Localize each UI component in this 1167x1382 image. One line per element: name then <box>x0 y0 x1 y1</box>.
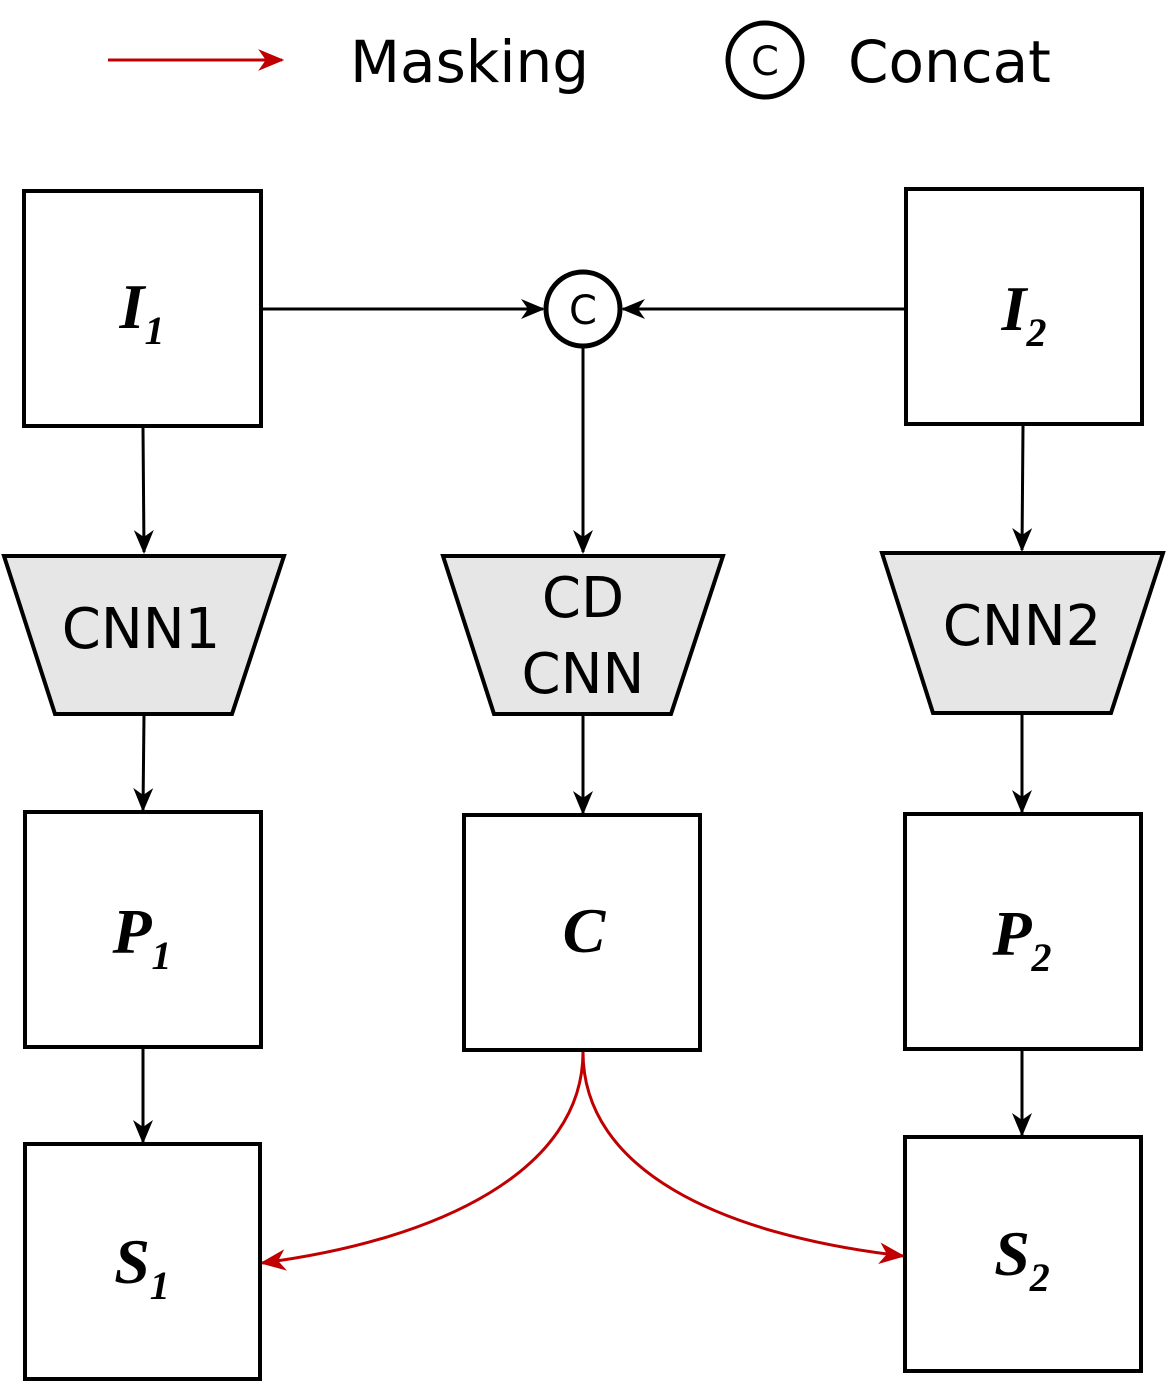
legend-concat-label: Concat <box>848 28 1051 96</box>
node-cdcnn-line1: CD <box>542 566 624 631</box>
edges <box>133 299 1033 1144</box>
node-c-label: C <box>563 895 607 966</box>
node-p2: P2 <box>903 812 1143 1051</box>
node-s2-label: S2 <box>994 1218 1050 1300</box>
node-cdcnn: CD CNN <box>440 554 726 716</box>
masking-edges <box>259 1051 906 1271</box>
legend-concat-icon: C <box>725 20 805 100</box>
node-p1-label: P1 <box>111 896 171 978</box>
edge-i2-cnn2 <box>1012 425 1033 552</box>
node-s2: S2 <box>903 1135 1143 1373</box>
masking-edge-c-s2 <box>581 1051 906 1265</box>
legend-masking-label: Masking <box>350 28 589 96</box>
node-cnn1: CNN1 <box>1 554 287 716</box>
legend: Masking C Concat <box>108 20 1051 100</box>
node-s1-label: S1 <box>114 1226 170 1308</box>
node-i1: I1 <box>22 189 263 428</box>
node-c: C <box>462 813 702 1052</box>
node-i1-label: I1 <box>119 271 165 353</box>
node-s1: S1 <box>23 1142 262 1381</box>
edge-i1-cnn1 <box>133 427 154 554</box>
masking-edge-c-s1 <box>259 1051 585 1271</box>
node-cnn2: CNN2 <box>879 551 1166 715</box>
edge-cnn1-p1 <box>133 714 154 812</box>
legend-concat-symbol: C <box>751 39 779 85</box>
node-cdcnn-line2: CNN <box>522 642 645 707</box>
node-p2-label: P2 <box>991 898 1051 980</box>
concat-node-symbol: C <box>569 288 597 334</box>
node-cnn2-label: CNN2 <box>943 594 1102 659</box>
concat-node: C <box>543 269 623 349</box>
node-p1: P1 <box>23 810 263 1049</box>
node-i2: I2 <box>904 187 1144 426</box>
node-i2-label: I2 <box>1001 273 1047 355</box>
node-cnn1-label: CNN1 <box>62 597 221 662</box>
